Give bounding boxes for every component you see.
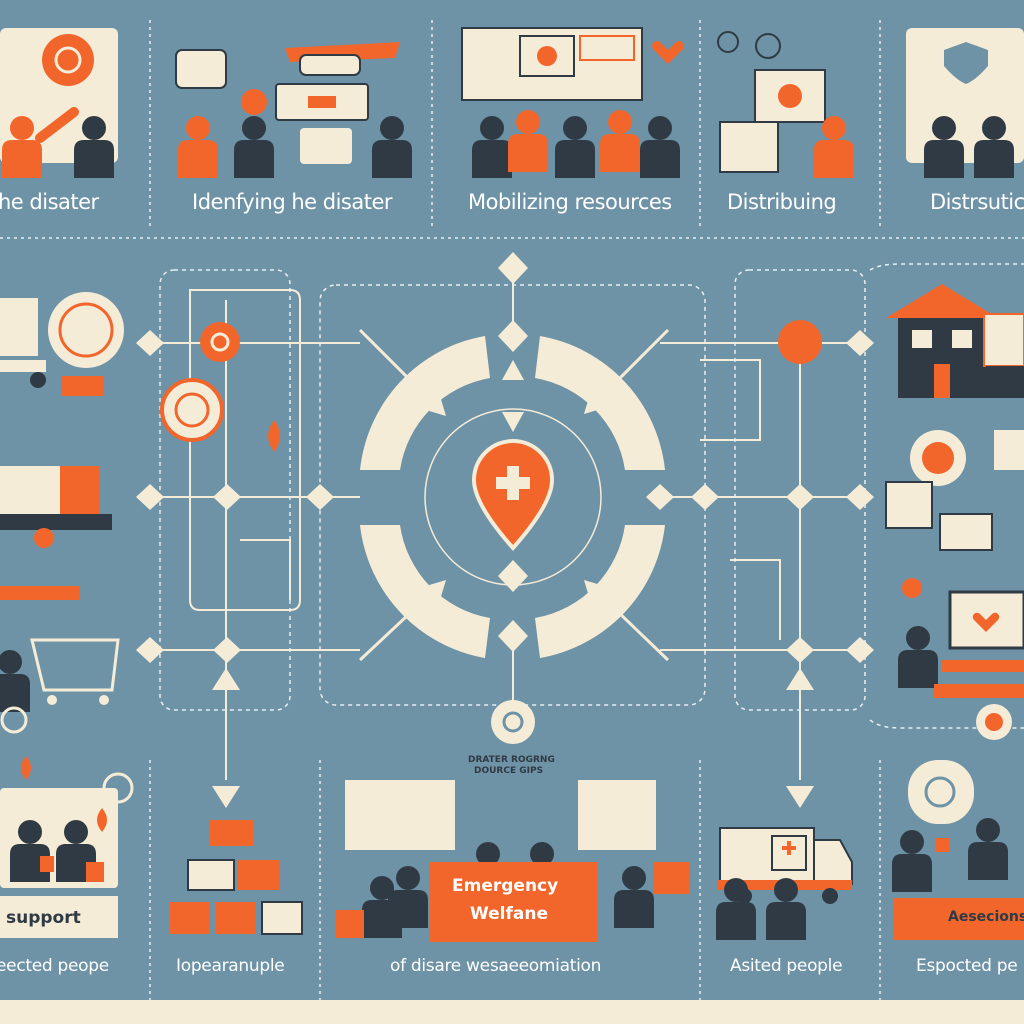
bottom-label-3: of disare wesaeeomiation	[390, 956, 602, 976]
bottom-strip	[0, 1000, 1024, 1024]
bottom-label-2: Iopearanuple	[176, 956, 285, 976]
right-banner-text: Aesecions	[948, 909, 1024, 925]
top-dividers	[0, 20, 1024, 239]
stage-label-3: Mobilizing resources	[468, 190, 672, 214]
left-side-illustrations	[0, 292, 124, 734]
right-side-illustrations	[885, 284, 1024, 740]
bottom-label-1: eected peope	[0, 956, 109, 976]
emergency-banner-line2: Welfane	[470, 904, 549, 924]
stage-label-4: Distribuing	[727, 190, 837, 214]
panel-supplies	[170, 820, 303, 935]
support-banner-text: support	[6, 908, 81, 928]
emergency-banner-line1: Emergency	[452, 876, 559, 896]
panel-identify-disaster-left	[0, 28, 118, 178]
stage-label-5: Distrsutic	[930, 190, 1024, 214]
stage-label-1: he disater	[0, 190, 99, 214]
diamond-nodes	[136, 252, 874, 663]
bottom-label-4: Asited people	[730, 956, 843, 976]
panel-support	[0, 756, 134, 938]
small-caption-line2: DOURCE GIPS	[474, 766, 544, 776]
panel-distributing	[717, 31, 854, 178]
panel-truck	[716, 827, 853, 940]
bottom-label-5: Espocted pe	[916, 956, 1018, 976]
panel-distribution-right	[906, 28, 1024, 178]
panel-emergency-welfare	[336, 780, 690, 942]
stage-label-2: Idenfying he disater	[192, 190, 393, 214]
bottom-dividers	[149, 760, 881, 1000]
ring-arrows	[358, 328, 670, 662]
panel-expected-people	[892, 760, 1024, 940]
panel-mobilizing	[461, 27, 684, 178]
circle-nodes	[160, 320, 822, 744]
arrow-heads	[212, 360, 814, 808]
central-cycle-ring	[358, 328, 670, 662]
panel-identifying	[175, 42, 412, 178]
small-caption-line1: DRATER ROGRNG	[468, 755, 555, 765]
